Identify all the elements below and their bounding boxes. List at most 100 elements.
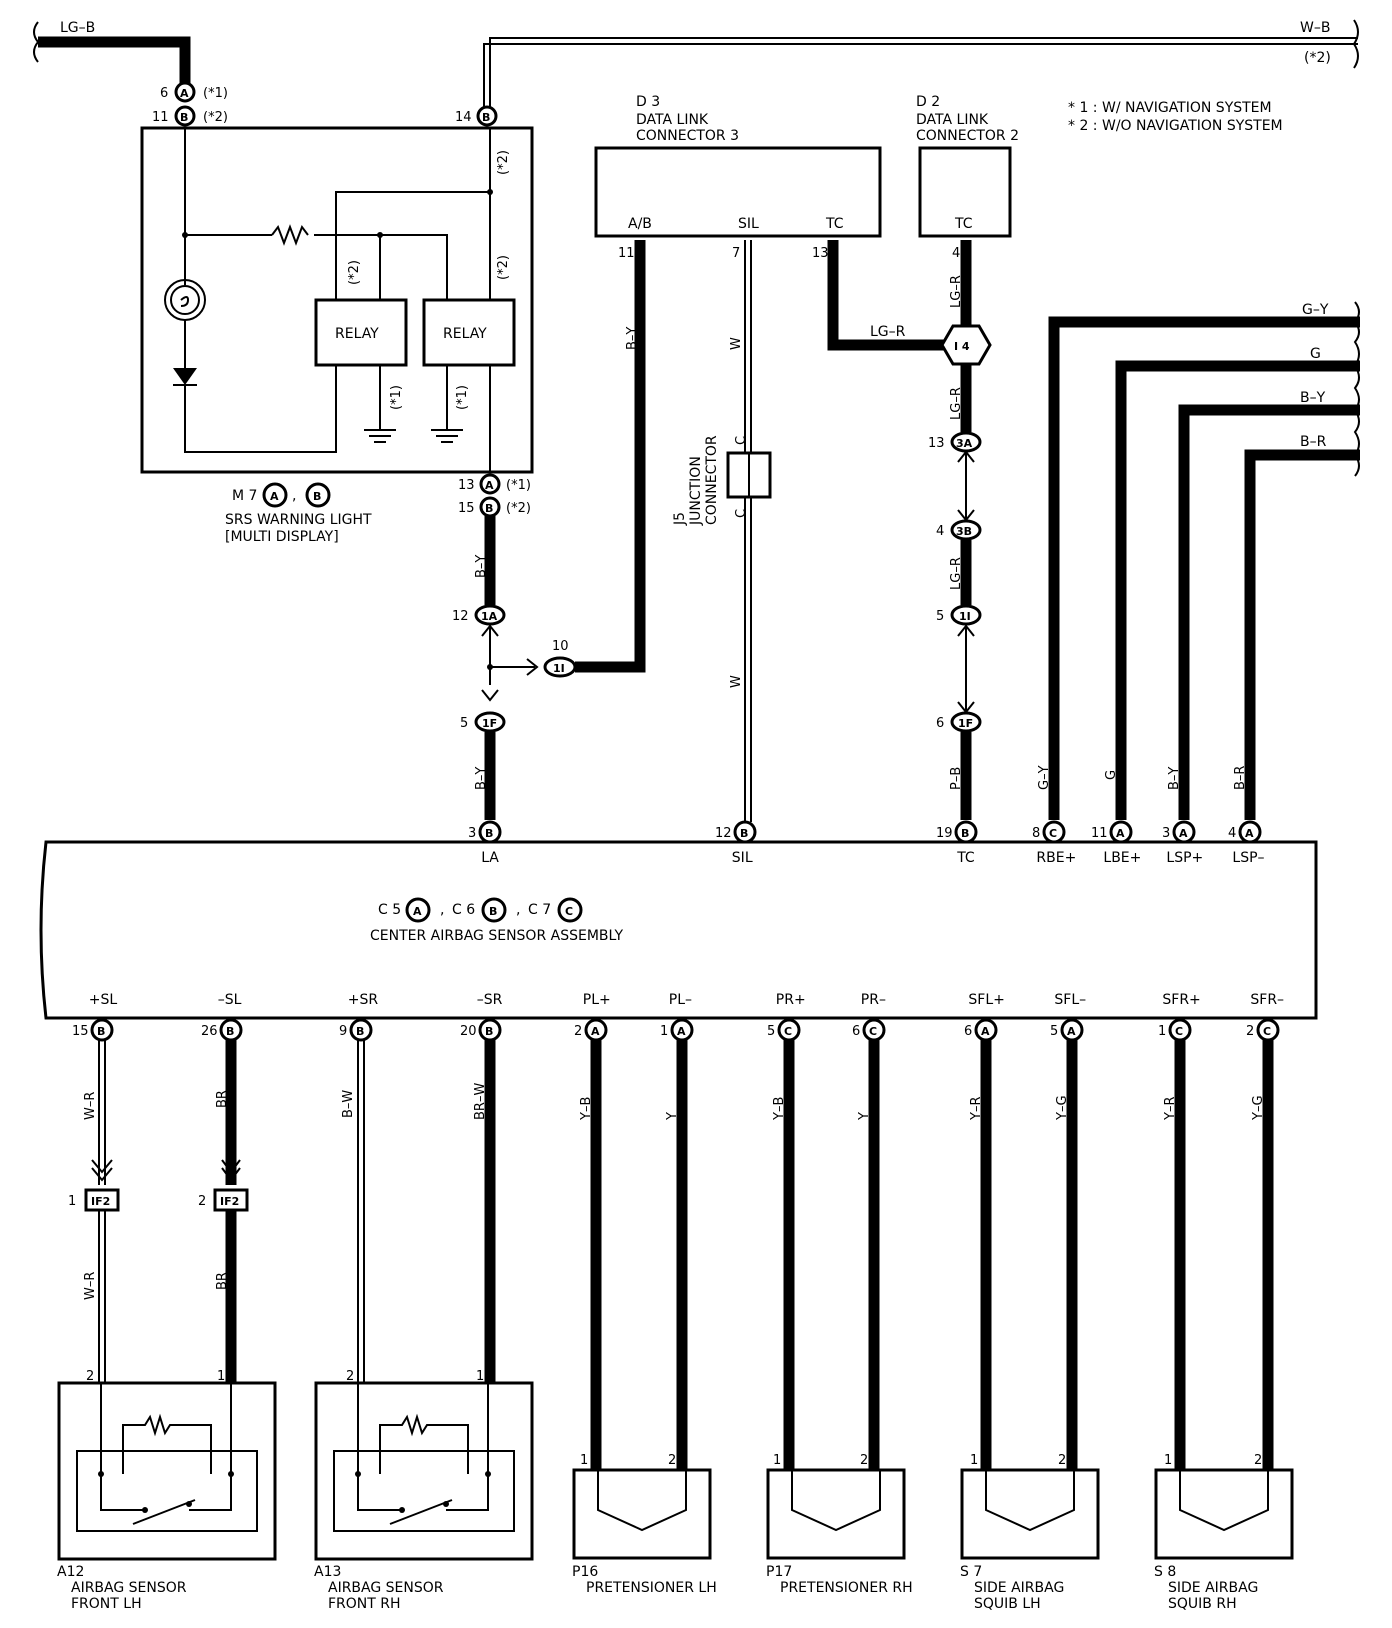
tc-chain: I 4 LG–R 3A 13 3B 4 LG–R 1I 5 1F 6 P–B bbox=[928, 324, 992, 820]
component-id: S 8 bbox=[1154, 1564, 1176, 1580]
conn-a-tag: A bbox=[485, 479, 494, 492]
conn-b-tag: B bbox=[485, 502, 493, 515]
wire-label-b-w: B–W bbox=[341, 1090, 356, 1118]
pin-13: 13 bbox=[928, 436, 945, 451]
sil-wire: W W C C J5 JUNCTION CONNECTOR bbox=[672, 240, 772, 822]
bottom-pin-5: PL–A1Y bbox=[660, 992, 694, 1470]
pin-14: 14 bbox=[455, 110, 472, 125]
conn-tag: B bbox=[961, 827, 969, 840]
wire-label-g-y: G–Y bbox=[1037, 765, 1052, 790]
pin-11: 11 bbox=[152, 110, 169, 125]
conn-tag: C bbox=[1175, 1025, 1183, 1038]
conn-tag: A bbox=[1067, 1025, 1076, 1038]
wire-label-br: BR bbox=[215, 1272, 230, 1290]
pin-label: LSP– bbox=[1232, 850, 1264, 866]
pin-2: 2 bbox=[86, 1369, 94, 1384]
conn-b-tag: B bbox=[482, 111, 490, 124]
bottom-pin-11: SFR–C2Y–G bbox=[1246, 992, 1284, 1470]
pin-number: 1 bbox=[1158, 1024, 1166, 1039]
pin-label: PR– bbox=[861, 992, 886, 1008]
conn-b-tag: B bbox=[489, 905, 497, 918]
pin-label: –SL bbox=[218, 992, 242, 1008]
d3-name: DATA LINK bbox=[636, 112, 709, 128]
note-star2: (*2) bbox=[203, 110, 228, 125]
component-subname: FRONT RH bbox=[328, 1596, 401, 1612]
relay-1 bbox=[314, 298, 408, 367]
squib-icon bbox=[791, 1470, 881, 1532]
center-name: CENTER AIRBAG SENSOR ASSEMBLY bbox=[370, 928, 623, 944]
pin-number: 2 bbox=[1246, 1024, 1254, 1039]
pin-number: 4 bbox=[1228, 826, 1236, 841]
squib-icon bbox=[985, 1470, 1075, 1532]
pin-number: 5 bbox=[767, 1024, 775, 1039]
wire-label-lg-r: LG–R bbox=[949, 387, 964, 420]
conn-b-tag: B bbox=[180, 111, 188, 124]
d2-subname: CONNECTOR 2 bbox=[916, 128, 1019, 144]
wire-label-w-r: W–R bbox=[83, 1092, 98, 1120]
conn-tag: A bbox=[1245, 827, 1254, 840]
top-right-wire: W–B (*2) bbox=[483, 19, 1359, 110]
m7-id: M 7 bbox=[232, 488, 257, 504]
pin-10: 10 bbox=[552, 639, 569, 654]
component-name: AIRBAG SENSOR bbox=[328, 1580, 444, 1596]
i4-label: I 4 bbox=[954, 340, 970, 353]
pin-label: +SL bbox=[89, 992, 118, 1008]
pin-label: PL– bbox=[669, 992, 692, 1008]
wire-label-w: W bbox=[729, 337, 744, 350]
bottom-pin-4: PL+A2Y–B bbox=[574, 992, 611, 1470]
junction-if2: IF2 bbox=[220, 1195, 239, 1208]
junction-1i: 1I bbox=[959, 610, 971, 623]
pin-label: PR+ bbox=[776, 992, 806, 1008]
conn-c-tag: C bbox=[565, 905, 573, 918]
junction-if2: IF2 bbox=[91, 1195, 110, 1208]
pin-5: 5 bbox=[460, 716, 468, 731]
d3-subname: CONNECTOR 3 bbox=[636, 128, 739, 144]
pin-4: 4 bbox=[936, 524, 944, 539]
pin-7: 7 bbox=[732, 246, 740, 261]
pin-number: 26 bbox=[201, 1024, 218, 1039]
conn-tag: A bbox=[677, 1025, 686, 1038]
pin-label: SFR+ bbox=[1162, 992, 1200, 1008]
pin-1: 1 bbox=[476, 1369, 484, 1384]
pin-number: 6 bbox=[964, 1024, 972, 1039]
svg-text:,: , bbox=[440, 902, 444, 918]
wire-label-g-y: G–Y bbox=[1302, 302, 1329, 318]
conn-tag: B bbox=[97, 1025, 105, 1038]
conn-tag: B bbox=[485, 827, 493, 840]
pin-label: PL+ bbox=[583, 992, 611, 1008]
i4-connector bbox=[940, 324, 992, 366]
conn-a-tag: A bbox=[180, 87, 189, 100]
wire-label-p-b: P–B bbox=[949, 767, 964, 790]
wire-label-b-y: B–Y bbox=[474, 767, 489, 790]
junction-1a: 1A bbox=[481, 610, 498, 623]
pin-label: RBE+ bbox=[1036, 850, 1076, 866]
wire-label-g: G bbox=[1104, 770, 1119, 780]
pin-1: 1 bbox=[217, 1369, 225, 1384]
junction-3b: 3B bbox=[956, 525, 972, 538]
lower-wires: W–R IF2 1 W–R 2 BR IF2 2 BR 1 B–W 2 BR–W… bbox=[68, 1040, 496, 1384]
note-star2: (*2) bbox=[347, 260, 362, 285]
pin-label: –SR bbox=[477, 992, 503, 1008]
wire-label-br: BR bbox=[215, 1090, 230, 1108]
note-star2: (*2) bbox=[496, 150, 511, 175]
wire-label-w-b: W–B bbox=[1300, 20, 1330, 36]
note-star1: (*1) bbox=[389, 385, 404, 410]
pin-number: 3 bbox=[468, 826, 476, 841]
wire-label-br-w: BR–W bbox=[473, 1083, 488, 1120]
wire-label: Y bbox=[665, 1112, 680, 1121]
component-id: S 7 bbox=[960, 1564, 982, 1580]
pin-2: 2 bbox=[668, 1453, 676, 1468]
pin-label: LSP+ bbox=[1166, 850, 1203, 866]
d2-id: D 2 bbox=[916, 94, 940, 110]
conn-tag: A bbox=[1116, 827, 1125, 840]
right-harness: G–Y G B–Y B–R G–Y G B–Y B–R bbox=[1037, 301, 1360, 820]
pin-label: SIL bbox=[732, 850, 753, 866]
component-name: SIDE AIRBAG bbox=[1168, 1580, 1258, 1596]
